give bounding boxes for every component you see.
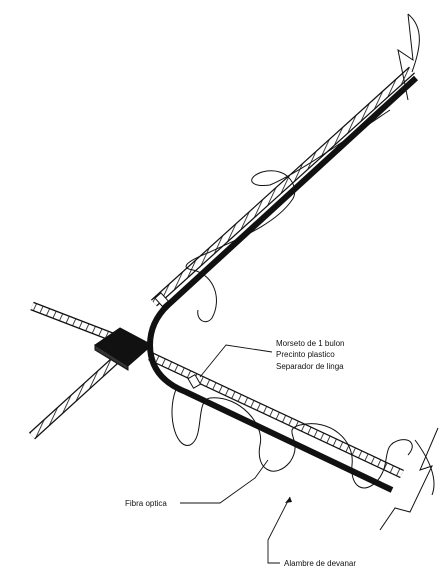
- label-fiber: Fibra optica: [125, 499, 167, 508]
- lashing-wire-upper: [185, 13, 420, 323]
- messenger-strand-upper: [150, 66, 416, 307]
- leader-line-wire: [267, 496, 291, 564]
- leader-line-clamp: [199, 344, 273, 378]
- clamp-block: [94, 327, 153, 371]
- label-clamp: Morseto de 1 bulon: [276, 339, 345, 348]
- leader-line-fiber: [180, 459, 269, 504]
- messenger-strand-lower-left: [28, 352, 124, 440]
- leader-arrow-wire: [285, 497, 292, 503]
- fiber-optic-cable: [147, 75, 419, 493]
- messenger-strand-left: [30, 301, 117, 343]
- plastic-tie-upper: [154, 292, 170, 308]
- label-wire: Alambre de devanar: [284, 559, 356, 568]
- messenger-strand-lower-right: [148, 351, 404, 479]
- label-separator: Separador de linga: [276, 362, 344, 371]
- plastic-tie-lower: [187, 373, 202, 389]
- lashing-wire-lower: [171, 384, 439, 531]
- label-tie: Precinto plastico: [276, 350, 335, 359]
